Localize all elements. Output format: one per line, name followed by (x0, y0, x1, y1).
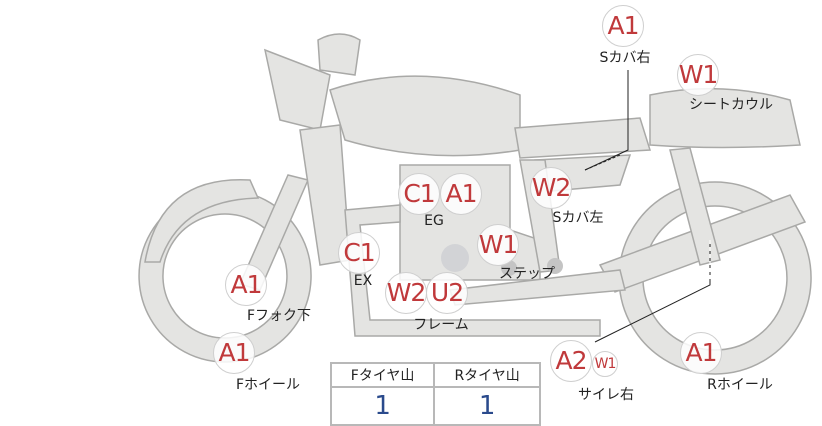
label-s-cover-left: Sカバ左 (552, 210, 604, 226)
badge-engine-c1: C1 (398, 173, 440, 215)
label-rear-wheel: Rホイール (707, 377, 773, 393)
badge-frame-w2: W2 (385, 272, 427, 314)
badge-muffler-right-w1: W1 (592, 351, 618, 377)
fuel-tank (329, 75, 521, 157)
label-seat-cowl: シートカウル (689, 97, 773, 113)
rear-tire-value: 1 (433, 386, 541, 426)
badge-exhaust: C1 (338, 232, 380, 274)
label-step: ステップ (499, 266, 555, 282)
rear-tire-header: Rタイヤ山 (433, 362, 541, 388)
label-muffler-right: サイレ右 (578, 387, 634, 403)
badge-seat-cowl: W1 (677, 54, 719, 96)
seat (514, 117, 652, 159)
badge-frame-u2: U2 (426, 272, 468, 314)
label-front-wheel: Fホイール (235, 377, 301, 393)
badge-step: W1 (477, 224, 519, 266)
badge-muffler-right-a2: A2 (550, 340, 592, 382)
label-front-fork-lower: Fフォク下 (246, 308, 312, 324)
badge-front-wheel: A1 (213, 332, 255, 374)
label-exhaust: EX (353, 273, 373, 289)
badge-s-cover-right: A1 (602, 5, 644, 47)
front-tire-value: 1 (329, 386, 436, 426)
badge-engine-a1: A1 (440, 173, 482, 215)
label-engine: EG (424, 213, 444, 229)
badge-front-fork-lower: A1 (225, 264, 267, 306)
badge-s-cover-left: W2 (530, 167, 572, 209)
label-s-cover-right: Sカバ右 (599, 50, 651, 66)
front-tire-header: Fタイヤ山 (329, 362, 436, 388)
label-frame: フレーム (413, 317, 469, 333)
tire-tread-table: Fタイヤ山 Rタイヤ山 1 1 (329, 362, 541, 426)
badge-rear-wheel: A1 (680, 332, 722, 374)
